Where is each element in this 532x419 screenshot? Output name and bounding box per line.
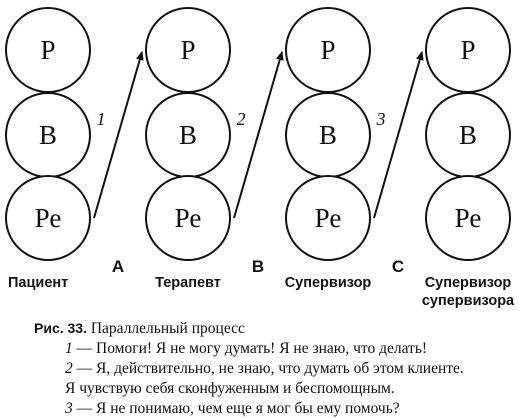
caption-item-1: 1 — Помоги! Я не могу думать! Я не знаю,… [34, 339, 528, 359]
caption-item-3: 3 — Я не понимаю, чем еще я мог бы ему п… [34, 399, 528, 419]
transition-number: 3 [376, 109, 386, 129]
ego-state-label: В [179, 120, 197, 150]
ego-state-label: Р [320, 35, 335, 65]
ego-state-label: В [459, 120, 477, 150]
caption-item-text: Я чувствую себя сконфуженным и беспомощн… [65, 380, 395, 397]
caption-item-2-continuation: Я чувствую себя сконфуженным и беспомощн… [34, 379, 528, 399]
ego-state-circle [5, 175, 91, 261]
transition-number: 1 [97, 109, 106, 129]
figure-caption: Рис. 33. Параллельный процесс 1 — Помоги… [34, 318, 528, 419]
caption-item-text: — Помоги! Я не могу думать! Я не знаю, ч… [76, 340, 428, 357]
ego-state-label: Р [460, 35, 475, 65]
ego-state-label: Ре [35, 203, 62, 233]
parallel-process-diagram: РВРеПациентРВРеТерапевтРВРеСупервизорРВР… [5, 7, 515, 309]
transition-letter: В [252, 257, 264, 276]
column-label: Супервизор [285, 275, 372, 291]
transition-letter: А [112, 257, 124, 276]
caption-item-text: — Я не понимаю, чем еще я мог бы ему пом… [76, 400, 400, 417]
column-label: супервизора [422, 293, 515, 309]
ego-state-label: В [39, 120, 57, 150]
transition-arrow [93, 51, 144, 219]
caption-title: Параллельный процесс [90, 320, 245, 337]
transition-number: 2 [237, 109, 246, 129]
ego-state-circle [145, 175, 231, 261]
ego-state-label: Ре [175, 203, 202, 233]
ego-state-label: Р [40, 35, 55, 65]
caption-item-number: 1 [65, 340, 73, 357]
caption-item-number: 3 [65, 400, 73, 417]
column-label: Супервизор [425, 275, 512, 291]
column-label: Пациент [8, 275, 68, 291]
caption-item-text: — Я, действительно, не знаю, что думать … [76, 360, 464, 377]
transition-arrow [233, 51, 284, 219]
caption-item-number: 2 [65, 360, 73, 377]
ego-state-label: Р [180, 35, 195, 65]
transition-letter: С [392, 257, 404, 276]
ego-state-label: В [319, 120, 337, 150]
figure-label: Рис. 33. [34, 320, 87, 336]
ego-state-circle [285, 175, 371, 261]
ego-state-label: Ре [315, 203, 342, 233]
ego-state-circle [425, 175, 511, 261]
transition-arrow [373, 51, 424, 219]
ego-state-label: Ре [455, 203, 482, 233]
caption-item-2: 2 — Я, действительно, не знаю, что думат… [34, 359, 528, 379]
column-label: Терапевт [155, 275, 221, 291]
